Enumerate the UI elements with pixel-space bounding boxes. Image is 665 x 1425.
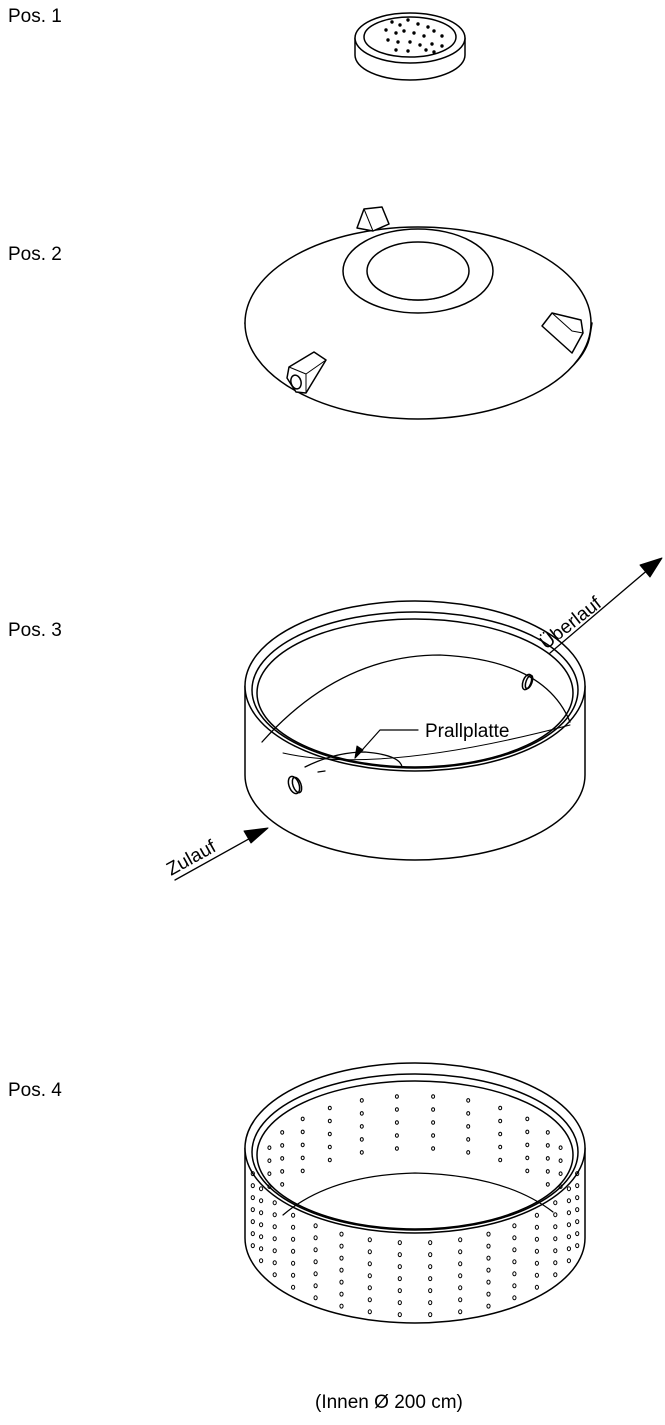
pos2-lifting-lug-right [541,312,584,354]
pos3-inlet-ring [174,557,663,881]
pos1-label: Pos. 1 [8,6,62,27]
pos1-hole-pattern [384,18,444,54]
overflow-arrow [549,557,663,654]
baffle-leader [354,729,419,759]
baffle-label: Prallplatte [425,721,510,742]
inner-diameter-caption: (Innen Ø 200 cm) [315,1392,463,1413]
pos2-lifting-lug-top [356,206,390,232]
pos3-label: Pos. 3 [8,620,62,641]
pos4-hole-pattern [250,1094,580,1318]
inlet-label: Zulauf [163,836,220,880]
pos2-label: Pos. 2 [8,244,62,265]
pos2-lifting-lug-left [286,351,327,394]
overflow-label: Überlauf [536,593,606,654]
pos1-cover-disc [354,12,466,81]
inlet-arrow [174,827,269,881]
pos2-cone-cover [244,206,593,420]
pos4-label: Pos. 4 [8,1080,62,1101]
pos3-inlet-hole [287,775,303,795]
pos3-overflow-hole [521,673,534,691]
pos4-perforated-ring [244,1062,586,1324]
